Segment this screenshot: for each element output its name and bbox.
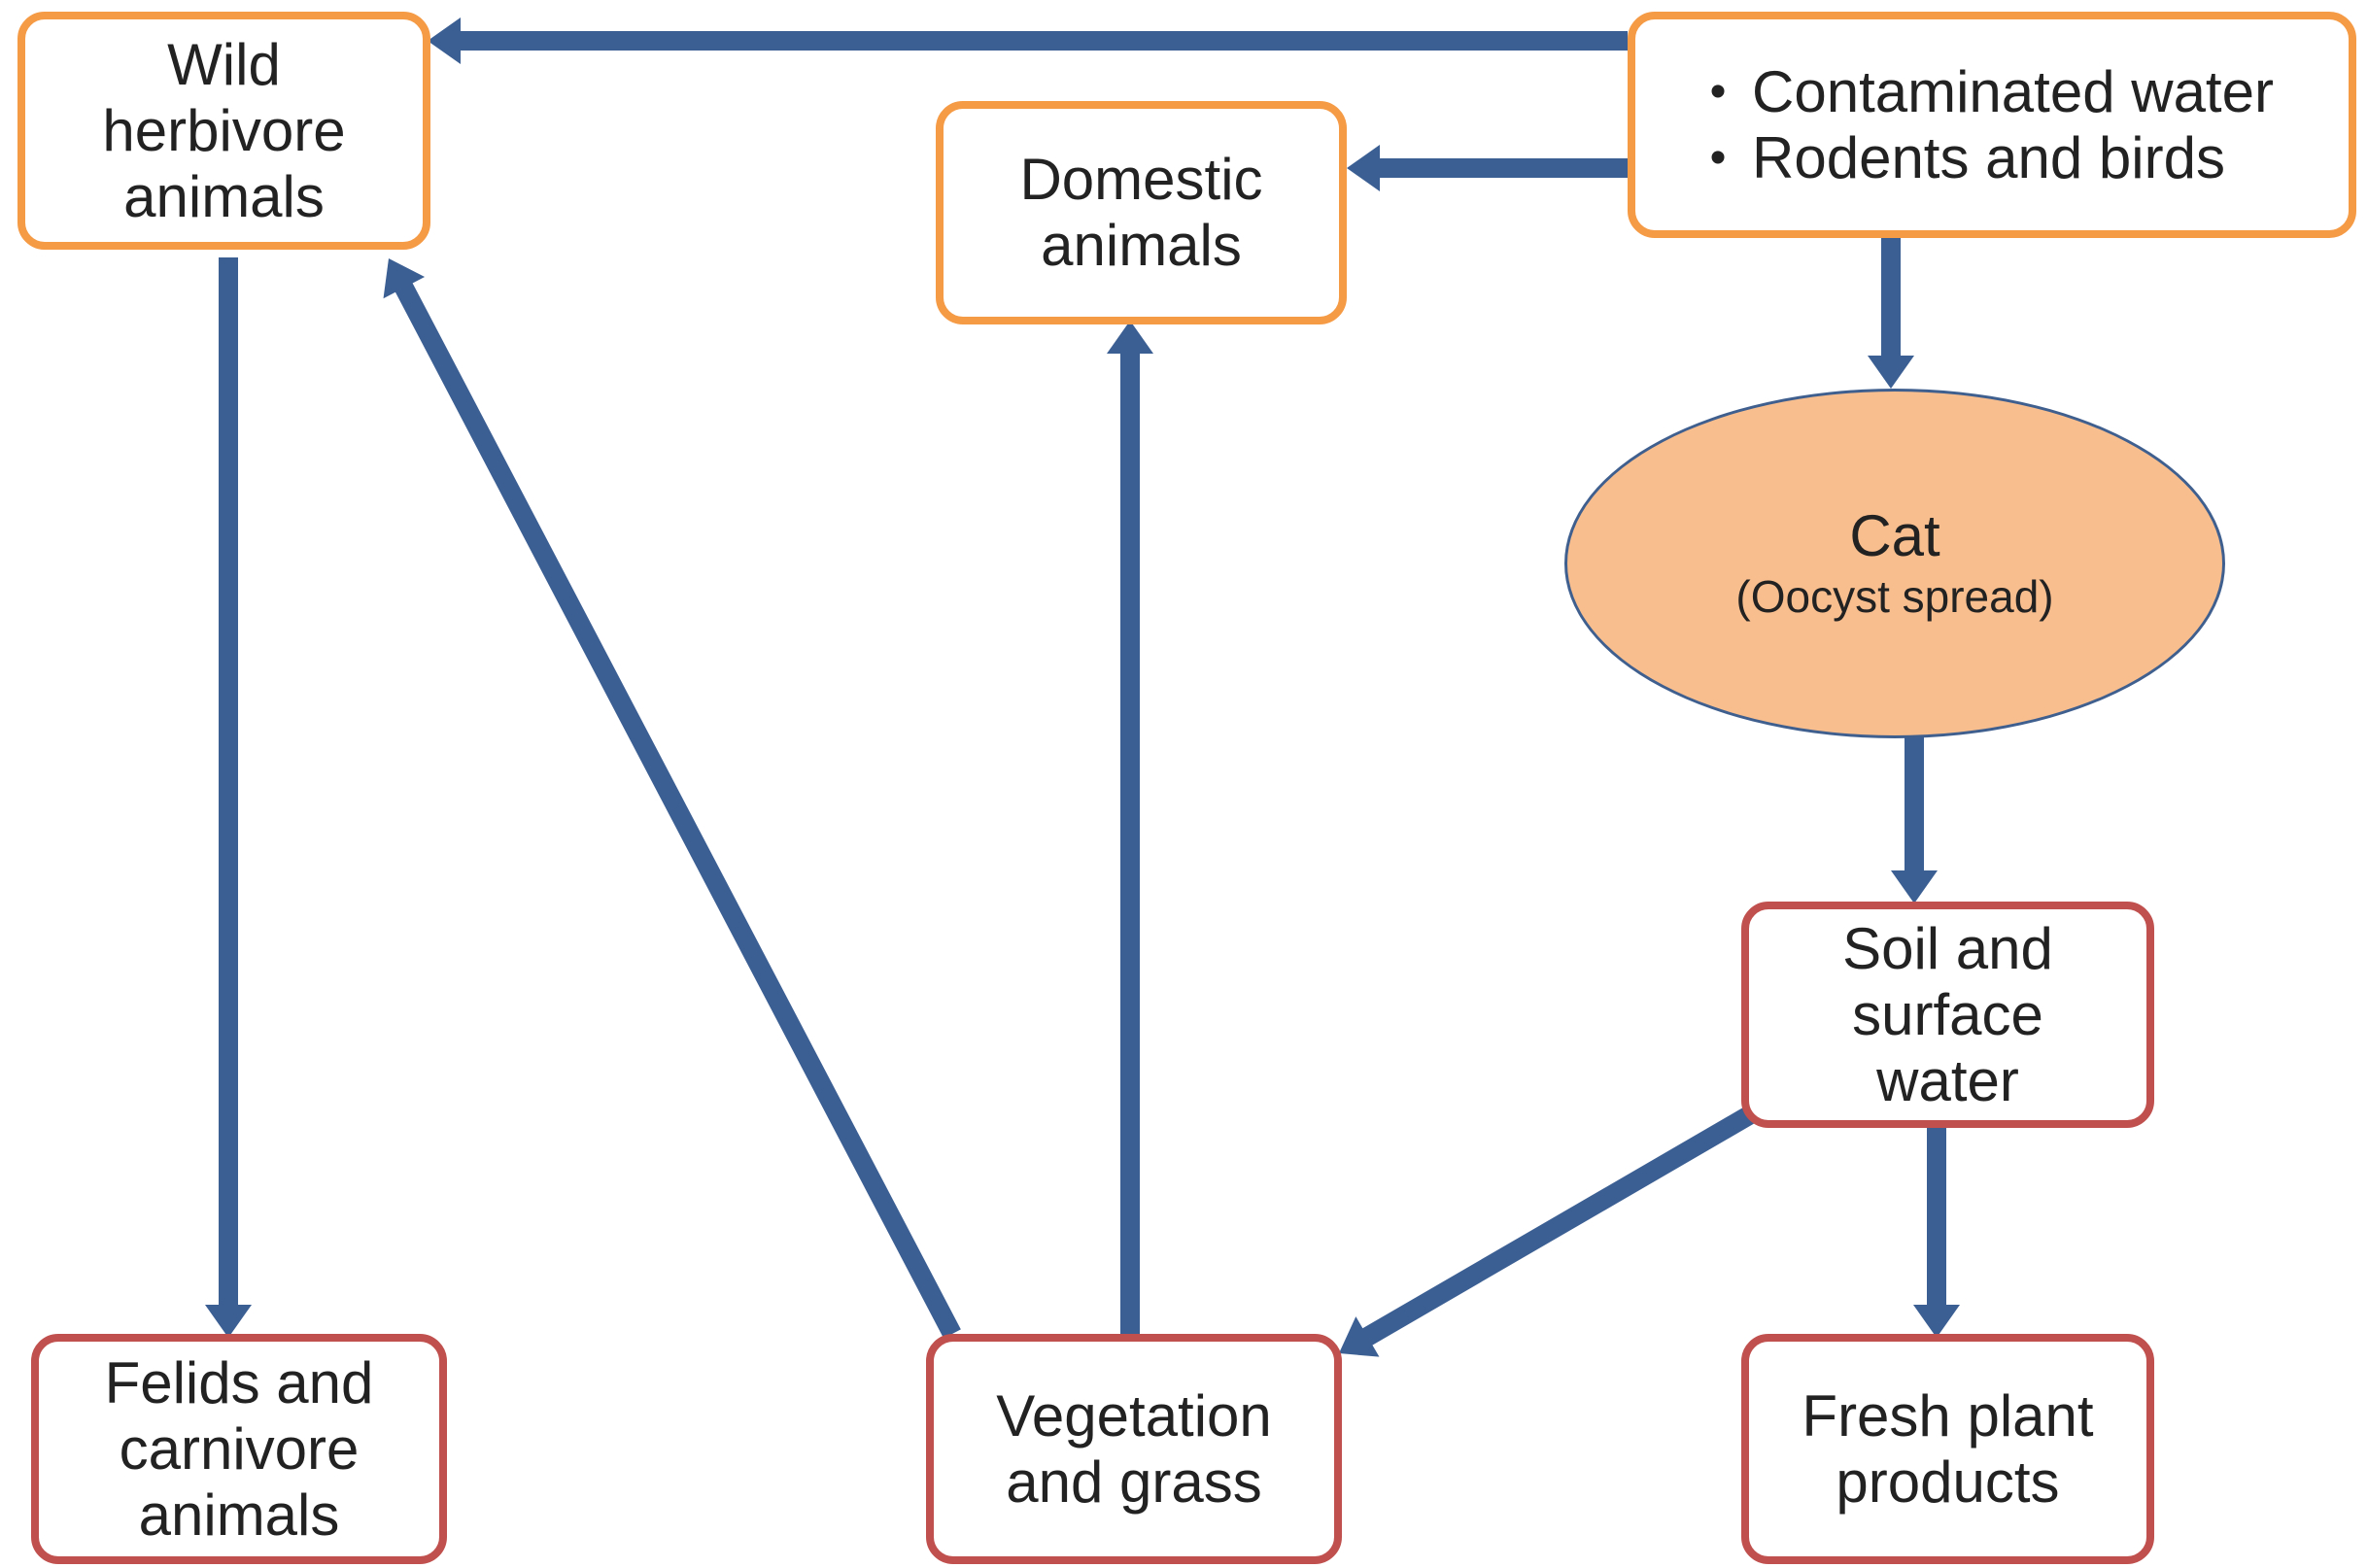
node-text-line: surface <box>1852 981 2043 1047</box>
arrow-vegetation-to-domestic-animals <box>1107 321 1153 1334</box>
arrow-head <box>1107 321 1153 354</box>
bullet-icon: • <box>1709 131 1727 184</box>
bullet-icon: • <box>1709 65 1727 118</box>
node-text-line: water <box>1876 1047 2019 1113</box>
node-text-line: products <box>1836 1449 2060 1515</box>
node-text-line: animals <box>123 163 325 229</box>
arrow-head <box>428 17 461 64</box>
node-text-line: carnivore <box>119 1415 360 1482</box>
arrow-wild-herbivores-to-felids-carnivores <box>205 257 252 1338</box>
arrow-sources-to-cat <box>1868 238 1914 389</box>
node-text-line: Vegetation <box>996 1382 1272 1449</box>
arrow-sources-to-domestic-animals <box>1347 145 1628 191</box>
node-contamination-sources: • Contaminated water • Rodents and birds <box>1628 12 2356 238</box>
node-domestic-animals: Domestic animals <box>936 101 1347 324</box>
node-wild-herbivore-animals: Wild herbivore animals <box>17 12 430 250</box>
arrow-head <box>1913 1305 1960 1338</box>
node-text-line: Soil and <box>1842 915 2053 981</box>
arrow-soil-water-to-fresh-plants <box>1913 1127 1960 1338</box>
cat-subtitle: (Oocyst spread) <box>1735 571 2054 622</box>
node-text-line: and grass <box>1006 1449 1262 1515</box>
node-cat: Cat (Oocyst spread) <box>1564 389 2225 738</box>
node-vegetation-and-grass: Vegetation and grass <box>926 1334 1342 1564</box>
source-item: • Contaminated water <box>1684 59 2274 125</box>
arrow-head <box>383 258 426 299</box>
cat-title: Cat <box>1849 503 1940 568</box>
node-text-line: Fresh plant <box>1802 1382 2094 1449</box>
node-text-line: animals <box>138 1482 340 1548</box>
arrow-head <box>1347 145 1380 191</box>
arrow-head <box>205 1305 252 1338</box>
arrow-head <box>1891 870 1938 903</box>
node-fresh-plant-products: Fresh plant products <box>1741 1334 2154 1564</box>
source-item-label: Contaminated water <box>1752 58 2274 124</box>
source-item-label: Rodents and birds <box>1752 124 2225 190</box>
arrow-shaft <box>394 281 961 1339</box>
node-text-line: herbivore <box>102 97 346 163</box>
node-text-line: Felids and <box>104 1349 374 1415</box>
node-text-line: Wild <box>167 31 281 97</box>
arrow-sources-to-wild-herbivores <box>428 17 1628 64</box>
node-soil-and-surface-water: Soil and surface water <box>1741 902 2154 1128</box>
node-text-line: Domestic <box>1019 147 1263 212</box>
arrow-vegetation-to-wild-herbivores <box>383 258 961 1339</box>
arrow-head <box>1868 356 1914 389</box>
node-felids-and-carnivore-animals: Felids and carnivore animals <box>31 1334 447 1564</box>
node-text-line: animals <box>1041 213 1242 278</box>
source-item: • Rodents and birds <box>1684 125 2225 191</box>
arrow-cat-to-soil-water <box>1891 736 1938 903</box>
arrow-head <box>1339 1316 1380 1357</box>
arrow-soil-water-to-vegetation <box>1339 1107 1755 1357</box>
arrow-shaft <box>1360 1107 1755 1346</box>
